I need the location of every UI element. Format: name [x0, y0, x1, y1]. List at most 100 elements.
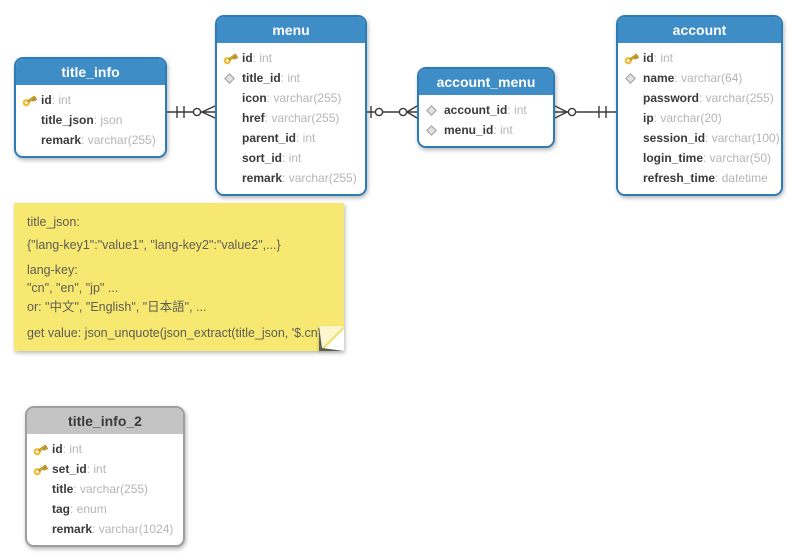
field-type: : int [51, 93, 72, 107]
field-name: href [242, 111, 265, 125]
table-row[interactable]: session_id: varchar(100) [624, 128, 780, 148]
table-title_info[interactable]: title_info id: int title_json: json rema… [14, 57, 167, 158]
field-name: ip [643, 111, 654, 125]
diamond-icon [223, 72, 242, 85]
table-body: account_id: int menu_id: int [419, 95, 553, 146]
field-name: session_id [643, 131, 706, 145]
table-row[interactable]: login_time: varchar(50) [624, 148, 776, 168]
table-row[interactable]: icon: varchar(255) [223, 88, 360, 108]
field-type: : int [282, 151, 302, 165]
table-row[interactable]: title_id: int [223, 68, 360, 88]
connector-menu-account_menu[interactable] [367, 102, 417, 122]
field-name: menu_id [444, 123, 494, 137]
table-title[interactable]: title_info [16, 59, 165, 85]
table-account[interactable]: account id: int name: varchar(64) passwo… [616, 15, 783, 196]
table-row[interactable]: remark: varchar(255) [22, 130, 160, 150]
field-type: : datetime [715, 171, 768, 185]
field-name: password [643, 91, 700, 105]
field-name: title_id [242, 71, 281, 85]
diamond-icon [624, 72, 643, 85]
table-title[interactable]: menu [217, 17, 365, 43]
field-type: : int [507, 103, 527, 117]
key-icon [33, 442, 52, 457]
field-type: : int [280, 71, 301, 85]
field-type: : varchar(255) [73, 482, 149, 496]
table-row[interactable]: name: varchar(64) [624, 68, 776, 88]
field-type: : json [93, 113, 123, 127]
key-icon [223, 51, 242, 66]
field-type: : varchar(255) [264, 111, 340, 125]
field-type: : int [86, 462, 107, 476]
table-body: id: int title_json: json remark: varchar… [16, 85, 165, 156]
note-line: lang-key: [27, 263, 78, 277]
table-title[interactable]: account [618, 17, 781, 43]
field-type: : varchar(100) [705, 131, 780, 145]
table-row[interactable]: tag: enum [33, 499, 178, 519]
field-name: title_json [41, 113, 94, 127]
table-title_info_2[interactable]: title_info_2 id: int set_id: int title: … [25, 406, 185, 547]
table-title[interactable]: title_info_2 [27, 408, 183, 434]
table-row[interactable]: parent_id: int [223, 128, 360, 148]
table-row[interactable]: refresh_time: datetime [624, 168, 776, 188]
field-name: login_time [643, 151, 704, 165]
field-type: : int [62, 442, 83, 456]
field-type: : varchar(255) [266, 91, 342, 105]
note-line: {"lang-key1":"value1", "lang-key2":"valu… [27, 238, 281, 252]
field-type: : varchar(50) [703, 151, 772, 165]
field-type: : varchar(255) [81, 133, 156, 147]
table-row[interactable]: password: varchar(255) [624, 88, 776, 108]
field-name: account_id [444, 103, 508, 117]
table-row[interactable]: ip: varchar(20) [624, 108, 776, 128]
table-account_menu[interactable]: account_menu account_id: int menu_id: in… [417, 67, 555, 148]
diamond-icon [425, 104, 444, 117]
field-name: title [52, 482, 74, 496]
field-name: id [41, 93, 52, 107]
table-row[interactable]: sort_id: int [223, 148, 360, 168]
field-name: remark [242, 171, 283, 185]
table-row[interactable]: id: int [624, 48, 776, 68]
sticky-note[interactable]: title_json: {"lang-key1":"value1", "lang… [14, 203, 344, 351]
table-row[interactable]: id: int [33, 439, 178, 459]
table-row[interactable]: remark: varchar(1024) [33, 519, 178, 539]
field-name: id [643, 51, 654, 65]
field-type: : varchar(64) [674, 71, 743, 85]
field-name: set_id [52, 462, 87, 476]
field-type: : int [653, 51, 674, 65]
field-name: refresh_time [643, 171, 716, 185]
field-type: : varchar(255) [699, 91, 774, 105]
diamond-icon [425, 124, 444, 137]
field-type: : varchar(1024) [92, 522, 174, 536]
table-row[interactable]: href: varchar(255) [223, 108, 360, 128]
field-type: : varchar(255) [282, 171, 357, 185]
note-line: get value: json_unquote(json_extract(tit… [27, 326, 325, 340]
key-icon [33, 462, 52, 477]
field-name: remark [52, 522, 93, 536]
table-row[interactable]: title_json: json [22, 110, 160, 130]
field-type: : int [252, 51, 273, 65]
table-row[interactable]: set_id: int [33, 459, 178, 479]
note-line: title_json: [27, 215, 80, 229]
table-row[interactable]: account_id: int [425, 100, 548, 120]
field-type: : int [296, 131, 316, 145]
connector-account_menu-account[interactable] [555, 102, 616, 122]
table-body: id: int title_id: int icon: varchar(255)… [217, 43, 365, 194]
table-row[interactable]: id: int [223, 48, 360, 68]
table-row[interactable]: title: varchar(255) [33, 479, 178, 499]
note-line: or: "中文", "English", "日本語", ... [27, 300, 207, 314]
table-row[interactable]: remark: varchar(255) [223, 168, 360, 188]
table-menu[interactable]: menu id: int title_id: int icon: varchar… [215, 15, 367, 196]
table-title[interactable]: account_menu [419, 69, 553, 95]
table-body: id: int name: varchar(64) password: varc… [618, 43, 781, 194]
field-name: id [52, 442, 63, 456]
field-type: : int [493, 123, 513, 137]
field-name: remark [41, 133, 82, 147]
field-name: sort_id [242, 151, 283, 165]
field-name: tag [52, 502, 70, 516]
field-name: parent_id [242, 131, 297, 145]
table-row[interactable]: menu_id: int [425, 120, 548, 140]
table-body: id: int set_id: int title: varchar(255) … [27, 434, 183, 545]
table-row[interactable]: id: int [22, 90, 160, 110]
note-line: "cn", "en", "jp" ... [27, 281, 119, 295]
connector-title_info-menu[interactable] [167, 102, 215, 122]
